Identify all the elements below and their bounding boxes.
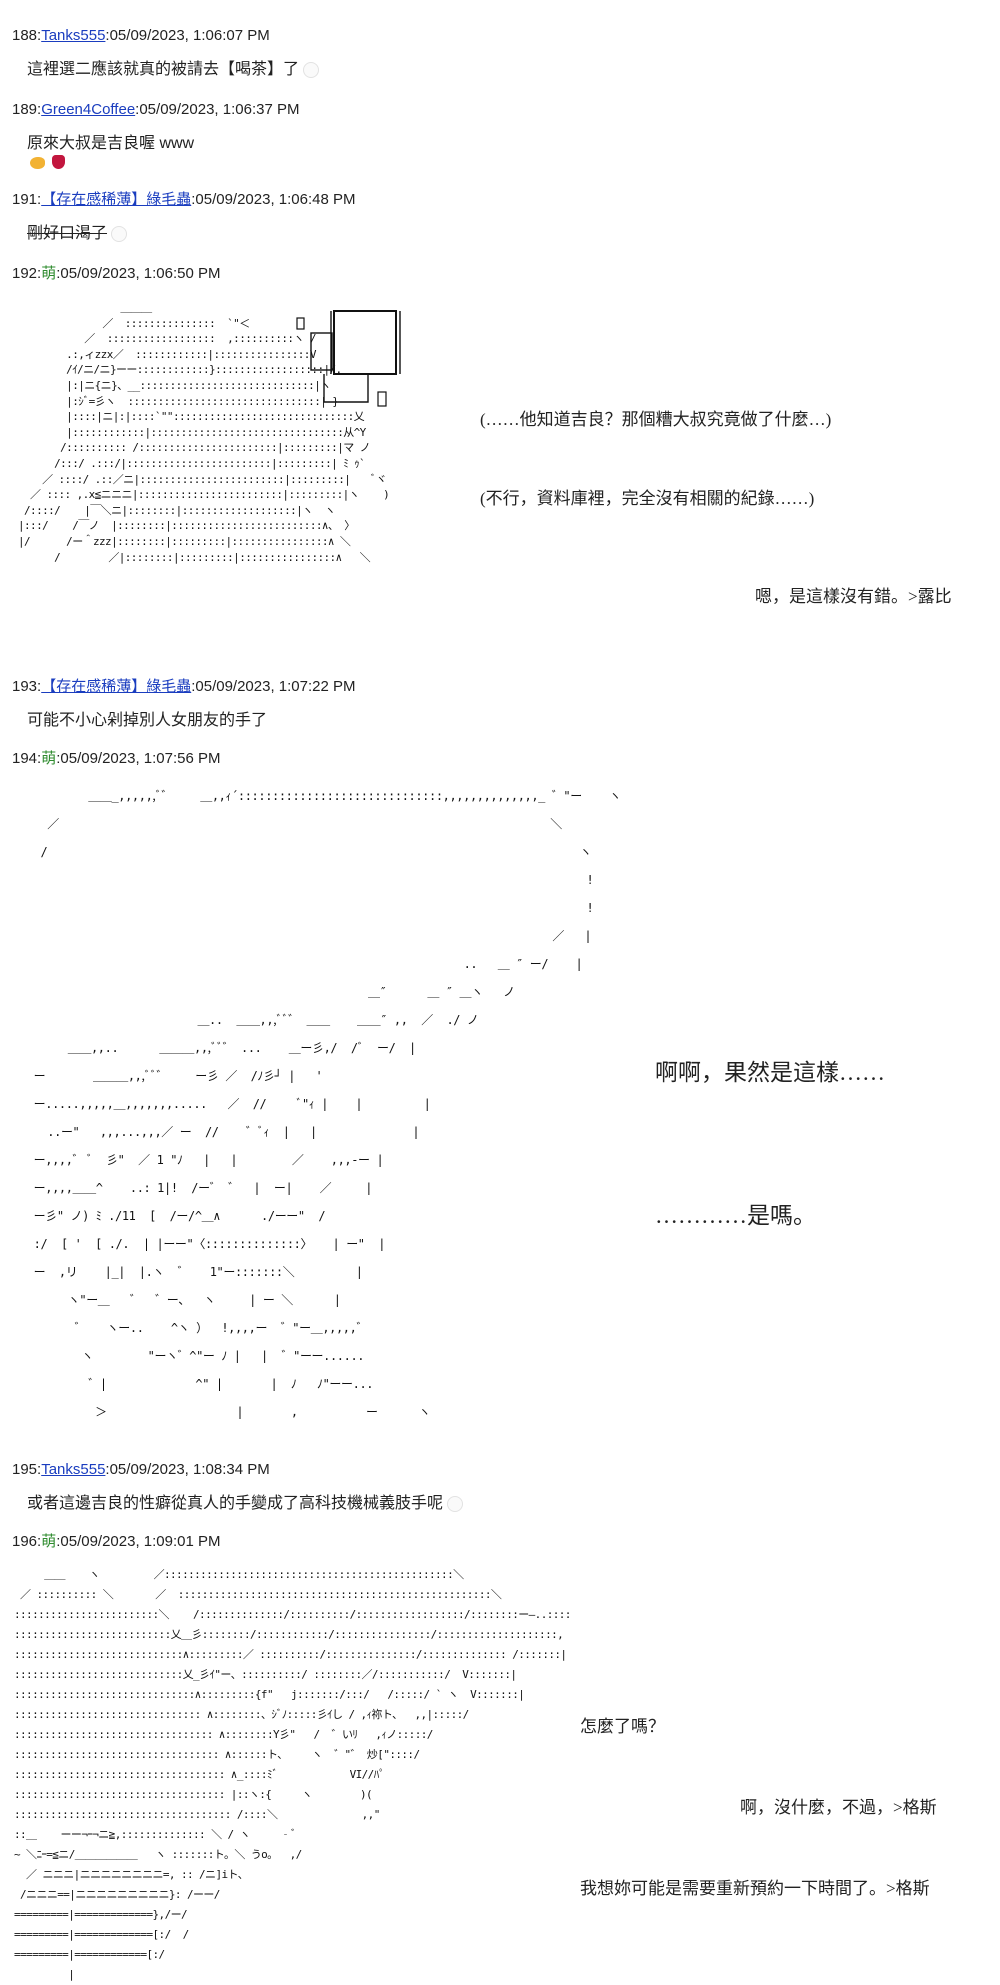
dialog-line: (……他知道吉良？那個糟大叔究竟做了什麼…) — [480, 410, 832, 429]
post-body-188: 這裡選二應該就真的被請去【喝茶】了 — [27, 60, 320, 80]
smiley-icon — [447, 1495, 464, 1512]
smiley-icon — [303, 61, 320, 78]
tongue-emoji-icon — [52, 155, 65, 169]
author-name: 萌 — [41, 750, 57, 767]
ascii-art-194: ＿＿_,,,,,,ﾞ゛ ＿,,ｨ´:::::::::::::::::::::::… — [33, 789, 622, 1419]
post-body-195: 或者這邊吉良的性癖從真人的手變成了高科技機械義肢手呢 — [27, 1494, 464, 1514]
author-link[interactable]: 【存在感稀薄】綠毛蟲 — [41, 191, 192, 208]
post-body-193: 可能不小心剁掉別人女朋友的手了 — [27, 711, 267, 731]
post-number: 191: — [12, 191, 42, 208]
dialog-line: 啊，沒什麼，不過，>格斯 — [740, 1798, 937, 1817]
post-timestamp: :05/09/2023, 1:06:37 PM — [135, 101, 300, 118]
smiley-icon — [111, 225, 128, 242]
dialog-line: …………是嗎。 — [655, 1203, 816, 1228]
author-link[interactable]: 【存在感稀薄】綠毛蟲 — [41, 678, 192, 695]
post-text: 可能不小心剁掉別人女朋友的手了 — [27, 712, 268, 729]
post-number: 195: — [12, 1461, 42, 1478]
post-timestamp: :05/09/2023, 1:09:01 PM — [56, 1533, 221, 1550]
dialog-line: 嗯，是這樣沒有錯。>露比 — [755, 587, 952, 606]
post-header-193: 193:【存在感稀薄】綠毛蟲:05/09/2023, 1:07:22 PM — [12, 678, 356, 696]
dialog-line: 我想妳可能是需要重新預約一下時間了。>格斯 — [580, 1879, 930, 1898]
post-timestamp: :05/09/2023, 1:07:56 PM — [56, 750, 221, 767]
post-header-194: 194:萌:05/09/2023, 1:07:56 PM — [12, 750, 221, 768]
post-timestamp: :05/09/2023, 1:08:34 PM — [105, 1461, 270, 1478]
post-body-191: 剛好口渴了 — [27, 224, 128, 244]
dialog-line: 怎麼了嗎？ — [580, 1717, 665, 1736]
post-number: 193: — [12, 678, 42, 695]
ascii-art-196: ＿＿ ヽ ／::::::::::::::::::::::::::::::::::… — [14, 1568, 571, 1981]
post-timestamp: :05/09/2023, 1:06:48 PM — [191, 191, 356, 208]
post-header-189: 189:Green4Coffee:05/09/2023, 1:06:37 PM — [12, 101, 299, 119]
post-number: 188: — [12, 27, 42, 44]
post-number: 196: — [12, 1533, 42, 1550]
author-name: 萌 — [41, 1533, 57, 1550]
pointing-hand-emoji-icon — [30, 157, 45, 169]
dialog-line: 啊啊，果然是這樣…… — [655, 1060, 885, 1085]
computer-monitor-icon — [296, 310, 401, 407]
author-link[interactable]: Tanks555 — [41, 27, 106, 44]
post-text: 或者這邊吉良的性癖從真人的手變成了高科技機械義肢手呢 — [27, 1495, 444, 1512]
post-number: 189: — [12, 101, 42, 118]
post-timestamp: :05/09/2023, 1:06:50 PM — [56, 265, 221, 282]
post-timestamp: :05/09/2023, 1:06:07 PM — [105, 27, 270, 44]
author-name: 萌 — [41, 265, 57, 282]
post-header-192: 192:萌:05/09/2023, 1:06:50 PM — [12, 265, 221, 283]
post-number: 192: — [12, 265, 42, 282]
author-link[interactable]: Tanks555 — [41, 1461, 106, 1478]
post-body-189: 原來大叔是吉良喔 www — [27, 134, 194, 154]
post-header-188: 188:Tanks555:05/09/2023, 1:06:07 PM — [12, 27, 270, 45]
post-header-191: 191:【存在感稀薄】綠毛蟲:05/09/2023, 1:06:48 PM — [12, 191, 356, 209]
post-text: 這裡選二應該就真的被請去【喝茶】了 — [27, 61, 300, 78]
dialog-line: (不行，資料庫裡，完全沒有相關的紀錄……) — [480, 489, 815, 508]
post-text: 原來大叔是吉良喔 www — [27, 135, 195, 152]
emoji-row — [30, 155, 65, 172]
post-header-196: 196:萌:05/09/2023, 1:09:01 PM — [12, 1533, 221, 1551]
post-header-195: 195:Tanks555:05/09/2023, 1:08:34 PM — [12, 1461, 270, 1479]
author-link[interactable]: Green4Coffee — [41, 101, 136, 118]
post-text: 剛好口渴了 — [27, 225, 108, 242]
ascii-art-192: ＿＿＿ ／ ::::::::::::::: `"＜ ／ ::::::::::::… — [18, 301, 390, 564]
post-number: 194: — [12, 750, 42, 767]
post-timestamp: :05/09/2023, 1:07:22 PM — [191, 678, 356, 695]
